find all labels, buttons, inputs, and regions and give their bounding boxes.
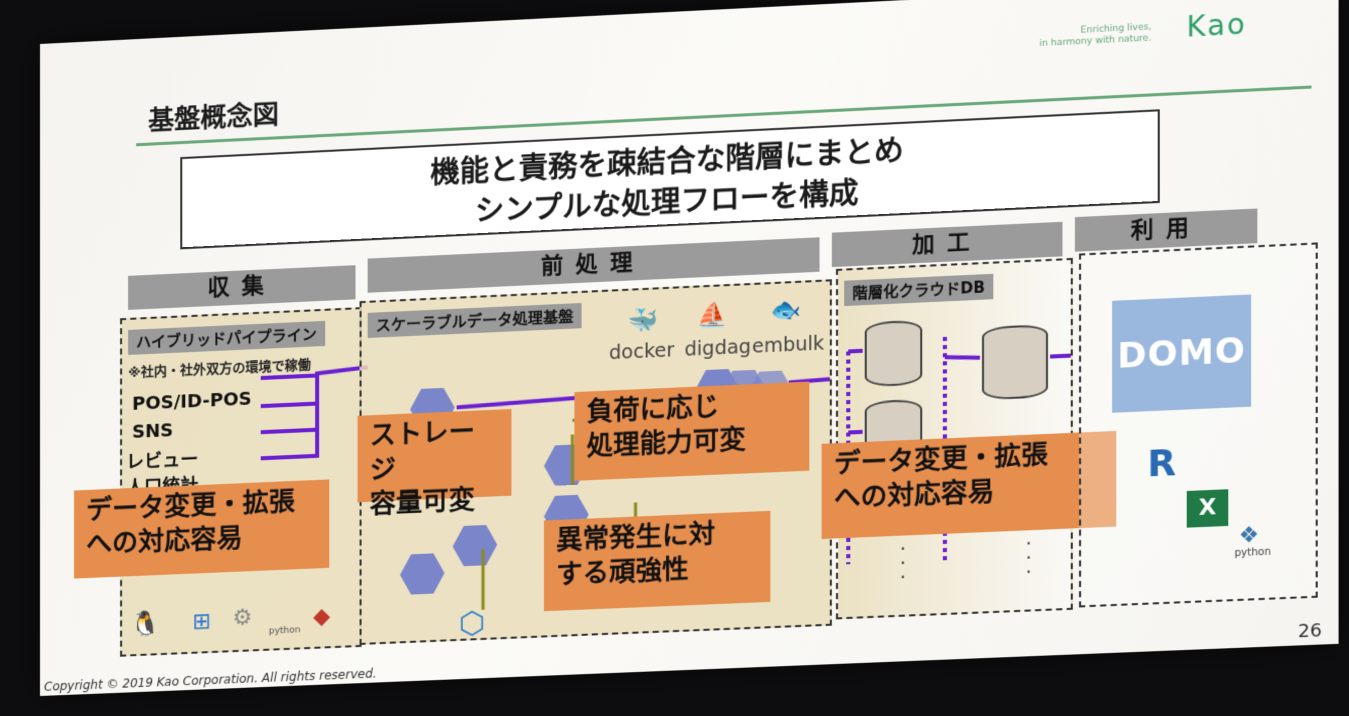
copyright-footer: Copyright © 2019 Kao Corporation. All ri… <box>43 666 377 694</box>
stage-collect: 収集 <box>128 265 356 310</box>
gear-icon: ⚙ <box>232 605 253 632</box>
brand-tagline: Enriching lives, in harmony with nature. <box>1039 22 1151 50</box>
page-number: 26 <box>1298 619 1322 643</box>
domo-logo: DOMO <box>1112 294 1252 413</box>
collect-callout: データ変更・拡張 への対応容易 <box>74 479 330 579</box>
transform-callout: データ変更・拡張 への対応容易 <box>821 430 1117 540</box>
presentation-slide: 基盤概念図 Enriching lives, in harmony with n… <box>40 0 1339 696</box>
collect-arrows <box>251 359 372 485</box>
linux-icon: 🐧 <box>130 609 161 639</box>
collect-panel-label: ハイブリッドパイプライン <box>128 320 325 355</box>
robust-callout: 異常発生に対 する頑強性 <box>543 510 771 612</box>
stage-use: 利用 <box>1074 208 1258 252</box>
storage-callout-line-2: 容量可変 <box>369 485 475 520</box>
storage-callout: ストレージ 容量可変 <box>357 409 512 520</box>
r-logo: R <box>1147 442 1177 486</box>
use-panel: DOMO R X python ❖ <box>1079 242 1318 608</box>
python-label: python <box>268 625 301 637</box>
more-dots-1: ··· <box>899 536 907 590</box>
ruby-icon: ◆ <box>313 603 331 630</box>
python-icon: ❖ <box>1238 522 1260 549</box>
load-callout: 負荷に応じ 処理能力可変 <box>574 381 810 481</box>
windows-icon: ⊞ <box>192 608 211 635</box>
more-dots-2: ··· <box>1025 531 1032 585</box>
robust-callout-line-2: する頑強性 <box>556 554 689 591</box>
source-pos: POS/ID-POS <box>132 388 252 415</box>
kao-logo: Kao <box>1186 7 1247 44</box>
excel-icon: X <box>1186 489 1229 528</box>
slide-title: 基盤概念図 <box>148 100 279 137</box>
source-sns: SNS <box>132 420 174 443</box>
storage-callout-line-1: ストレージ <box>369 416 475 486</box>
source-review: レビュー <box>126 449 199 474</box>
